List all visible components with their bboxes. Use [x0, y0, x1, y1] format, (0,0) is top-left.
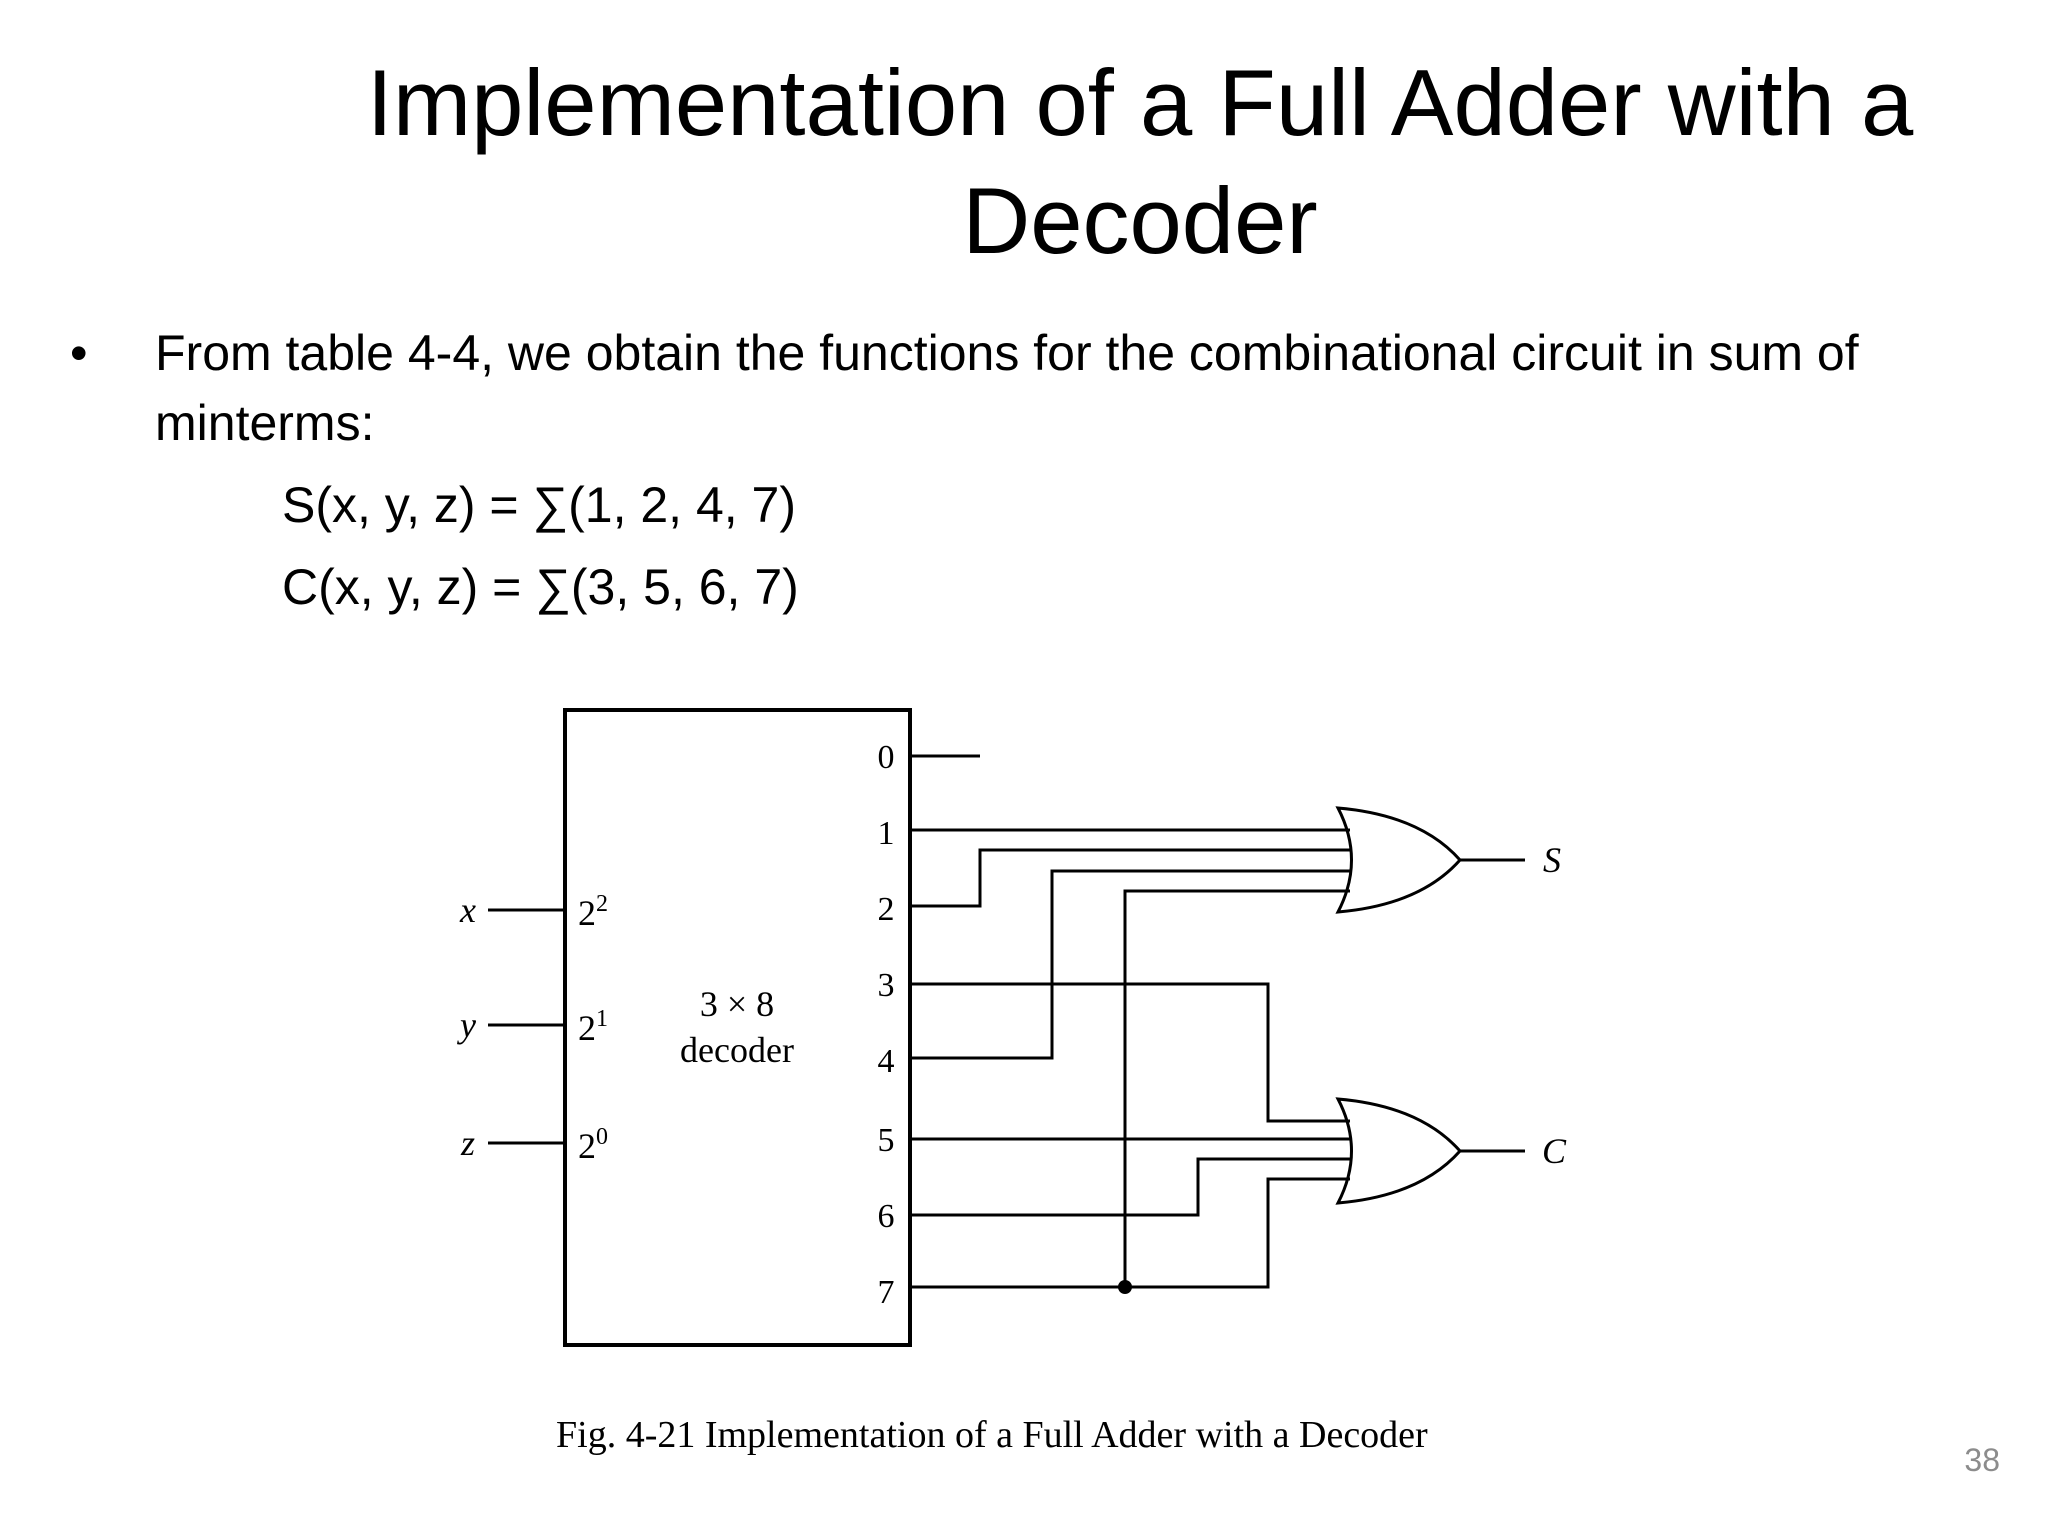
decoder-label-name: decoder — [680, 1030, 794, 1070]
output-label-6: 6 — [878, 1198, 895, 1235]
figure-caption: Fig. 4-21 Implementation of a Full Adder… — [556, 1414, 1428, 1456]
bullet-text: From table 4-4, we obtain the functions … — [155, 325, 1859, 451]
equation-carry: C(x, y, z) = ∑(3, 5, 6, 7) — [282, 559, 799, 615]
input-label-z: z — [460, 1123, 475, 1163]
input-port-y: 21 — [578, 1006, 608, 1048]
decoder-box — [563, 708, 912, 1347]
output-label-3: 3 — [878, 967, 895, 1004]
output-label-4: 4 — [878, 1043, 895, 1080]
gate-output-label-c: C — [1542, 1131, 1567, 1171]
output-label-7: 7 — [878, 1274, 895, 1311]
input-port-z: 20 — [578, 1124, 608, 1166]
input-label-x: x — [459, 890, 476, 930]
wire-m7-to-s — [1123, 889, 1350, 1287]
wire-m7-to-c — [910, 1177, 1350, 1289]
gate-output-label-s: S — [1543, 840, 1561, 880]
or-gate-c — [1335, 1097, 1463, 1205]
wire-m3-to-c — [910, 982, 1350, 1123]
output-label-5: 5 — [878, 1122, 895, 1159]
wire-m6-to-c — [910, 1157, 1350, 1217]
or-gate-s — [1335, 806, 1463, 914]
page-number: 38 — [1964, 1442, 2000, 1478]
decoder-label-size: 3 × 8 — [700, 984, 774, 1024]
slide-title: Implementation of a Full Adder with a De… — [366, 50, 1914, 273]
output-label-2: 2 — [878, 891, 895, 928]
bullet-marker: • — [70, 325, 88, 381]
wire-m2-to-s — [910, 848, 1350, 908]
output-label-0: 0 — [878, 739, 895, 776]
equation-sum: S(x, y, z) = ∑(1, 2, 4, 7) — [282, 477, 797, 533]
output-label-1: 1 — [878, 815, 895, 852]
input-label-y: y — [457, 1005, 476, 1045]
wire-m4-to-s — [910, 869, 1350, 1060]
junction-dot — [1118, 1280, 1132, 1294]
input-port-x: 22 — [578, 891, 608, 933]
